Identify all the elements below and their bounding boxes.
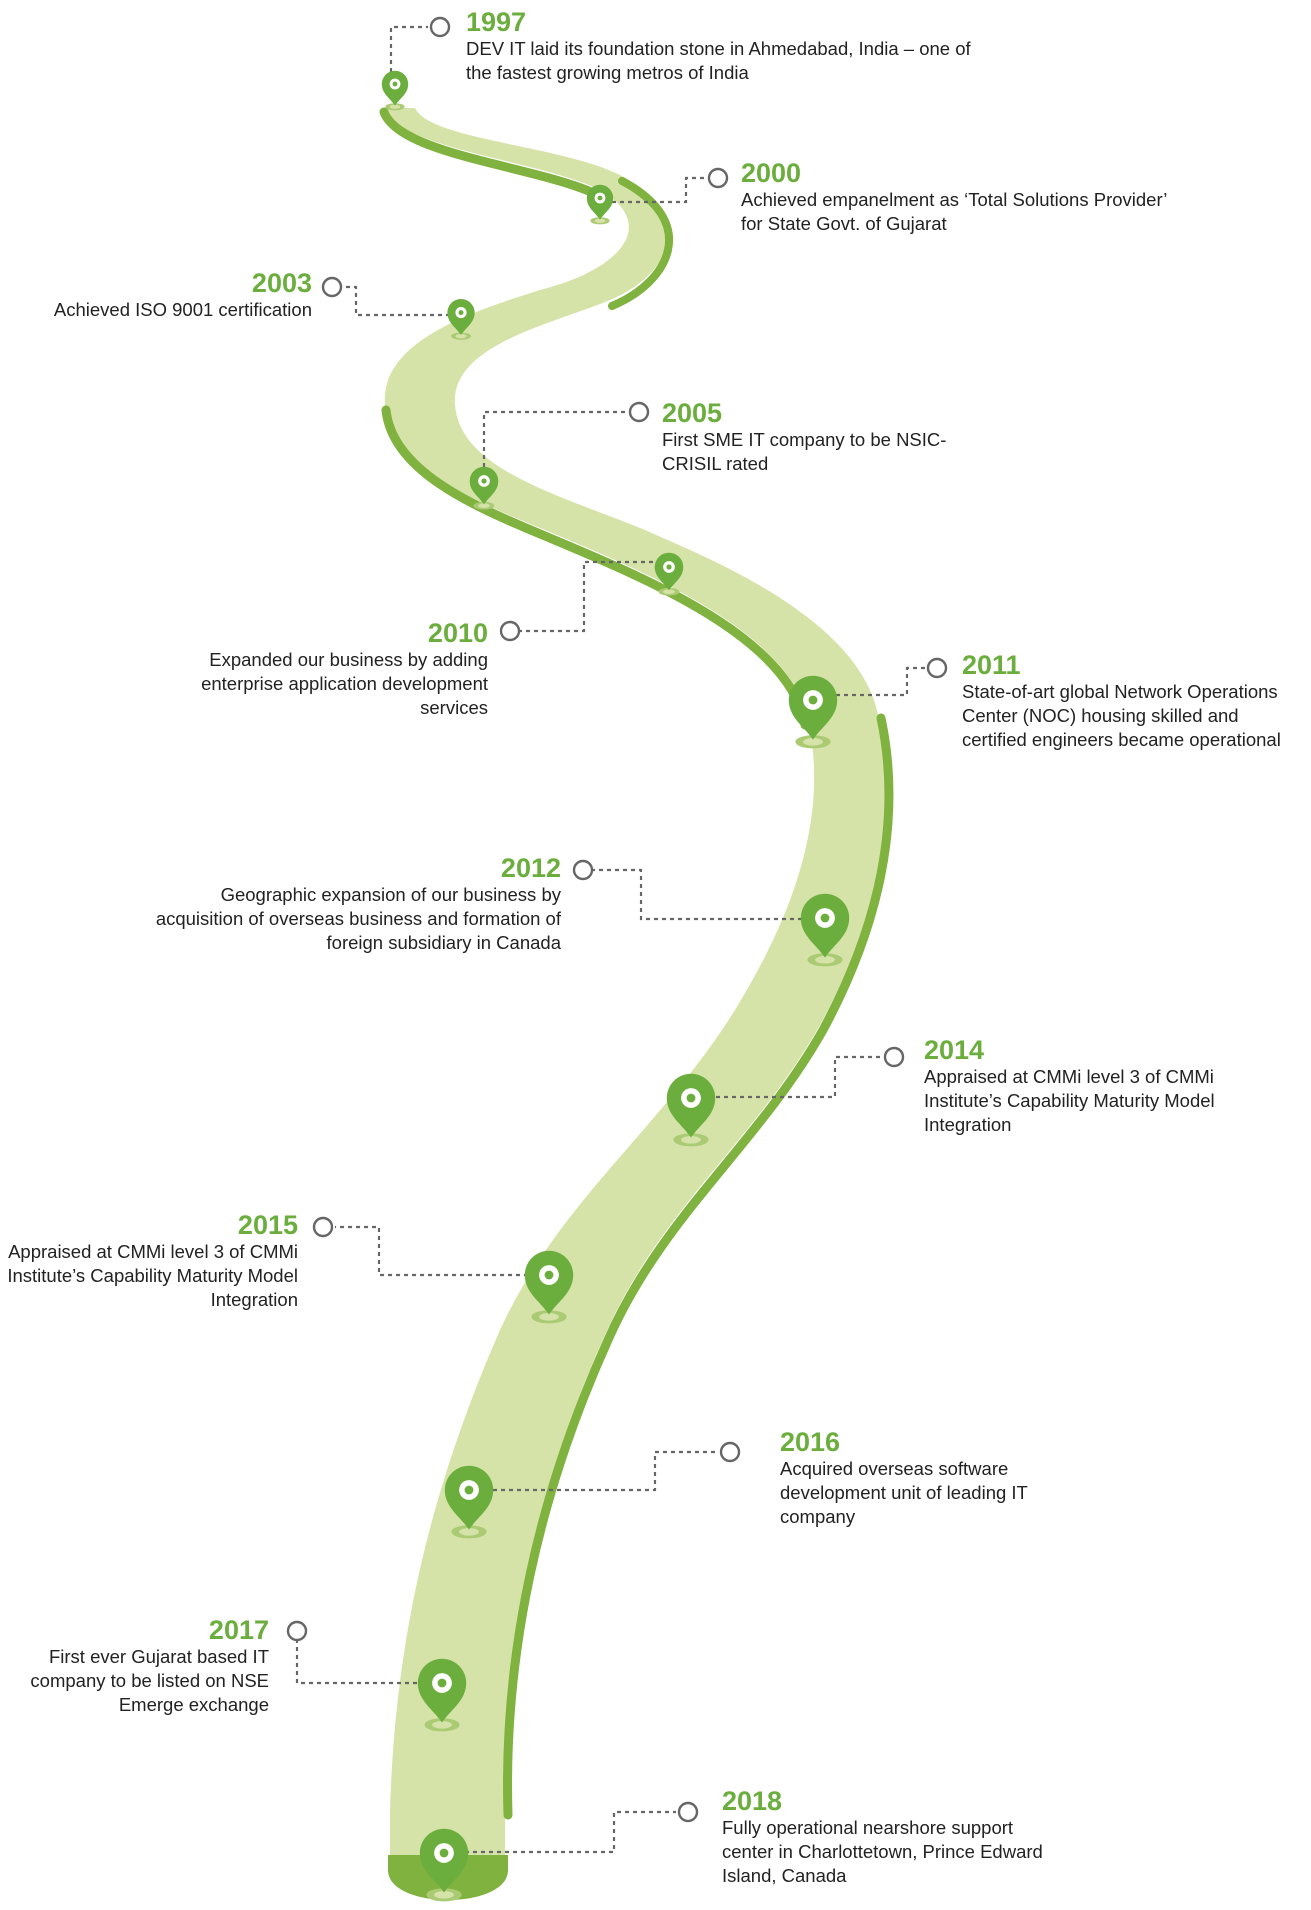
milestone-2017: 2017 First ever Gujarat based IT company… bbox=[4, 1615, 269, 1717]
circle-outline-icon bbox=[572, 859, 594, 881]
milestone-year: 2012 bbox=[500, 853, 561, 883]
milestone-text: Appraised at CMMi level 3 of CMMi Instit… bbox=[924, 1066, 1215, 1135]
milestone-2011: 2011 State-of-art global Network Operati… bbox=[962, 650, 1307, 752]
milestone-text: Appraised at CMMi level 3 of CMMi Instit… bbox=[7, 1241, 298, 1310]
connector-2000 bbox=[612, 176, 706, 204]
circle-outline-icon bbox=[628, 401, 650, 423]
road-edge-lower bbox=[379, 107, 605, 201]
connector-2015 bbox=[335, 1225, 536, 1277]
map-pin-icon bbox=[447, 298, 475, 340]
milestone-text: Expanded our business by adding enterpri… bbox=[201, 649, 488, 718]
connector-2018 bbox=[465, 1810, 676, 1854]
map-pin-icon bbox=[469, 466, 499, 510]
road-edge-left bbox=[381, 405, 810, 730]
road-edge-bottom-right bbox=[503, 713, 894, 1820]
map-pin-icon bbox=[524, 1250, 574, 1324]
connector-2011 bbox=[828, 666, 925, 697]
circle-outline-icon bbox=[321, 276, 343, 298]
map-pin-icon bbox=[788, 675, 838, 749]
milestone-year: 2000 bbox=[741, 158, 802, 188]
milestone-year: 2014 bbox=[924, 1035, 985, 1065]
connector-2003 bbox=[344, 285, 458, 317]
milestone-year: 2005 bbox=[662, 398, 723, 428]
milestone-1997: 1997 DEV IT laid its foundation stone in… bbox=[466, 7, 986, 85]
circle-outline-icon bbox=[312, 1216, 334, 1238]
milestone-2014: 2014 Appraised at CMMi level 3 of CMMi I… bbox=[924, 1035, 1224, 1137]
milestone-2016: 2016 Acquired overseas software developm… bbox=[780, 1427, 1080, 1529]
map-pin-icon bbox=[381, 70, 409, 111]
milestone-year: 2016 bbox=[780, 1427, 841, 1457]
milestone-2015: 2015 Appraised at CMMi level 3 of CMMi I… bbox=[4, 1210, 298, 1312]
circle-outline-icon bbox=[429, 16, 451, 38]
milestone-text: First SME IT company to be NSIC-CRISIL r… bbox=[662, 429, 947, 474]
circle-outline-icon bbox=[677, 1801, 699, 1823]
milestone-year: 2003 bbox=[251, 268, 312, 298]
milestone-text: Achieved empanelment as ‘Total Solutions… bbox=[741, 189, 1167, 234]
road-surface bbox=[384, 108, 886, 1860]
milestone-2005: 2005 First SME IT company to be NSIC-CRI… bbox=[662, 398, 962, 476]
map-pin-icon bbox=[800, 893, 850, 967]
milestone-year: 2017 bbox=[208, 1615, 269, 1645]
map-pin-icon bbox=[666, 1073, 716, 1147]
connector-2010 bbox=[520, 560, 669, 633]
milestone-text: State-of-art global Network Operations C… bbox=[962, 681, 1281, 750]
milestone-2000: 2000 Achieved empanelment as ‘Total Solu… bbox=[741, 158, 1171, 236]
milestone-year: 2011 bbox=[962, 650, 1021, 680]
milestone-2012: 2012 Geographic expansion of our busines… bbox=[130, 853, 561, 955]
milestone-text: Achieved ISO 9001 certification bbox=[53, 299, 312, 320]
milestone-year: 1997 bbox=[466, 7, 527, 37]
circle-outline-icon bbox=[883, 1046, 905, 1068]
road-edge-right bbox=[608, 177, 673, 310]
map-pin-icon bbox=[417, 1658, 467, 1732]
connector-2014 bbox=[708, 1055, 882, 1099]
markers bbox=[381, 70, 850, 1902]
connector-endpoints bbox=[286, 16, 948, 1823]
milestone-year: 2010 bbox=[427, 618, 488, 648]
map-pin-icon bbox=[419, 1828, 469, 1902]
circle-outline-icon bbox=[707, 167, 729, 189]
milestone-2003: 2003 Achieved ISO 9001 certification bbox=[6, 268, 312, 322]
circle-outline-icon bbox=[499, 620, 521, 642]
circle-outline-icon bbox=[719, 1441, 741, 1463]
milestone-2010: 2010 Expanded our business by adding ent… bbox=[175, 618, 488, 720]
circle-outline-icon bbox=[926, 657, 948, 679]
milestone-year: 2018 bbox=[722, 1786, 783, 1816]
circle-outline-icon bbox=[286, 1620, 308, 1642]
connector-2012 bbox=[591, 868, 826, 921]
milestone-text: Geographic expansion of our business by … bbox=[155, 884, 561, 953]
map-pin-icon bbox=[444, 1465, 494, 1539]
milestone-text: Fully operational nearshore support cent… bbox=[722, 1817, 1043, 1886]
milestone-2018: 2018 Fully operational nearshore support… bbox=[722, 1786, 1067, 1888]
milestone-year: 2015 bbox=[237, 1210, 298, 1240]
milestone-text: DEV IT laid its foundation stone in Ahme… bbox=[466, 38, 971, 83]
map-pin-icon bbox=[586, 184, 614, 225]
milestone-text: Acquired overseas software development u… bbox=[780, 1458, 1028, 1527]
connector-2005 bbox=[482, 410, 627, 475]
map-pin-icon bbox=[654, 552, 684, 596]
milestone-text: First ever Gujarat based IT company to b… bbox=[30, 1646, 269, 1715]
connector-lines bbox=[295, 25, 925, 1854]
connector-2017 bbox=[295, 1640, 425, 1685]
